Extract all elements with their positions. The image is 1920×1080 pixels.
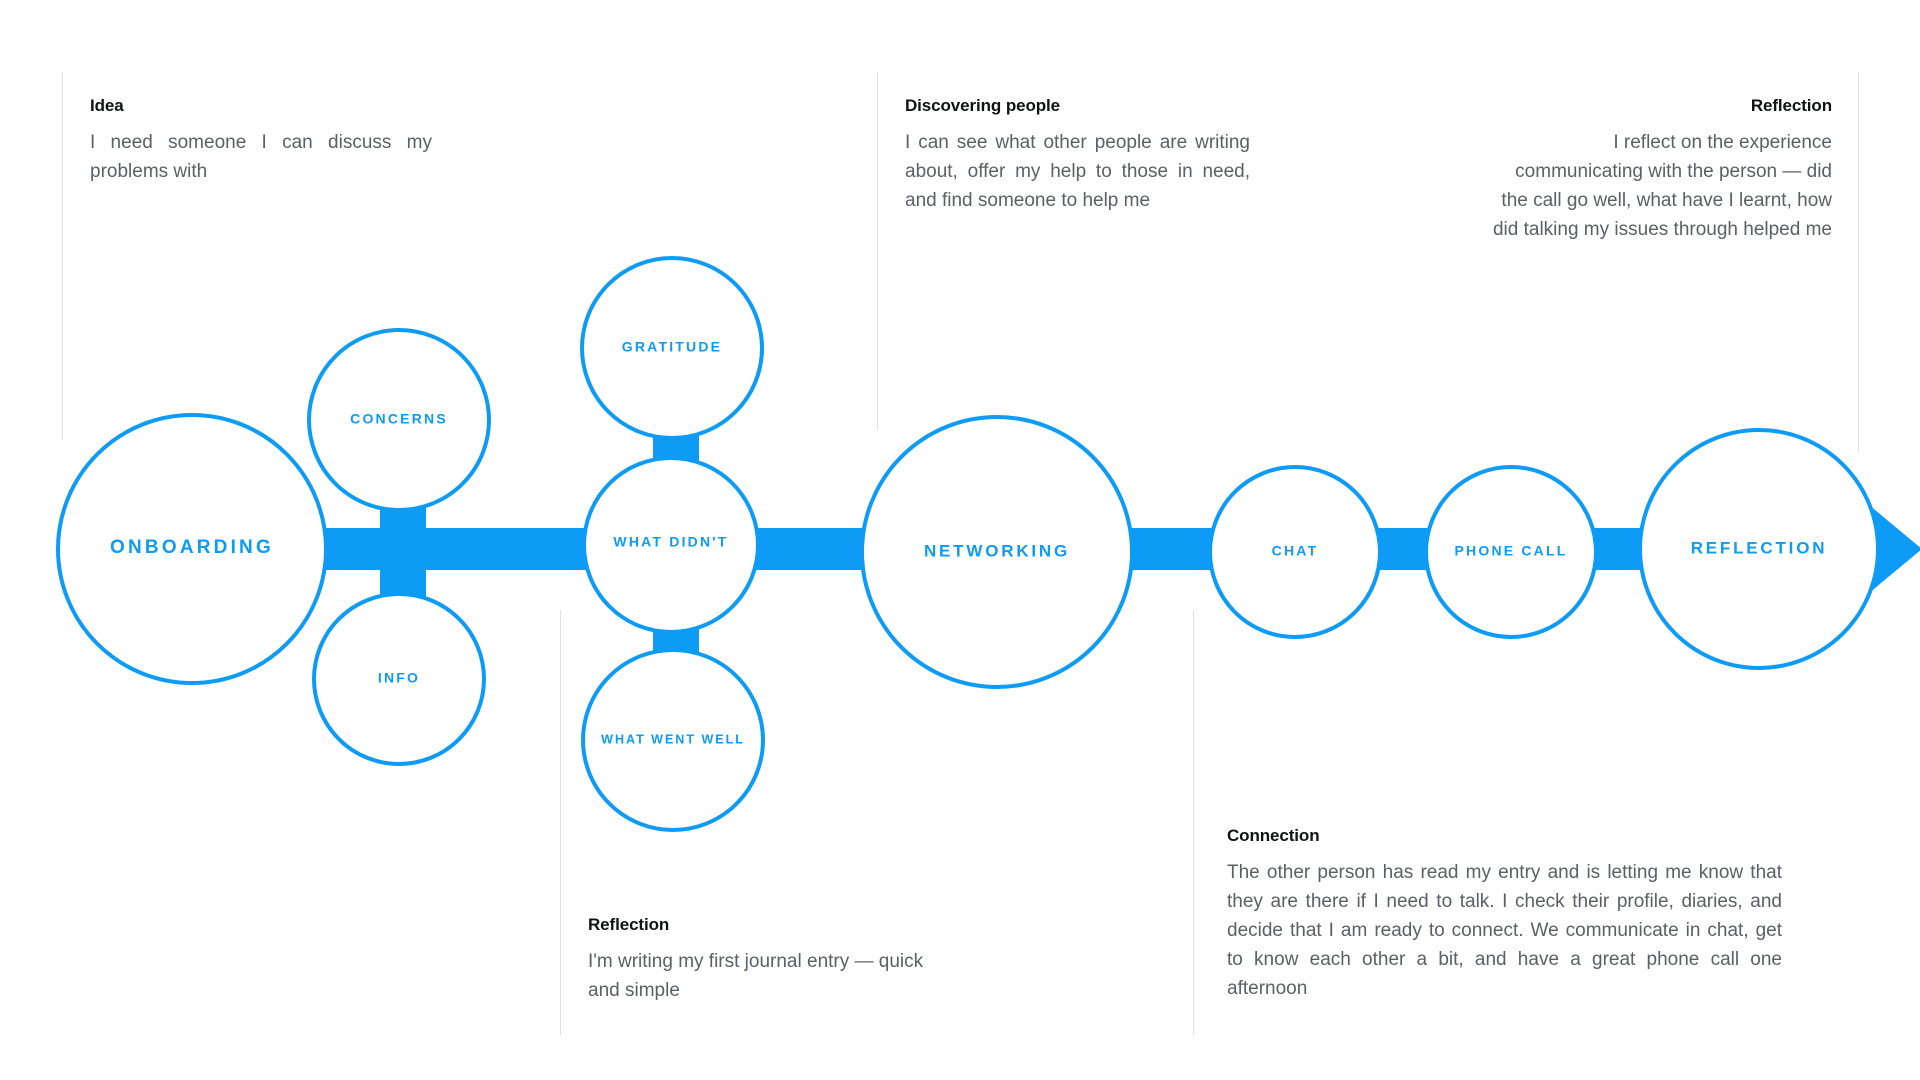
node-gratitude[interactable]: [580, 256, 764, 440]
note-idea: Idea I need someone I can discuss my pro…: [90, 96, 432, 186]
node-what-went-well[interactable]: [581, 648, 765, 832]
node-phone-call-label: PHONE CALL: [1455, 543, 1568, 559]
note-discovering-people-body: I can see what other people are writing …: [905, 132, 1250, 212]
note-connection-title: Connection: [1227, 826, 1320, 845]
node-networking[interactable]: [860, 415, 1134, 689]
divider-connection: [1193, 610, 1194, 1035]
node-onboarding[interactable]: [56, 413, 328, 685]
node-gratitude-label: GRATITUDE: [622, 339, 722, 355]
divider-discovering: [877, 72, 878, 430]
node-chat[interactable]: [1208, 465, 1382, 639]
note-idea-body: I need someone I can discuss my problems…: [90, 132, 432, 183]
note-reflection-bottom-title: Reflection: [588, 915, 670, 934]
node-chat-label: CHAT: [1272, 543, 1319, 559]
connector-spine-3: [1070, 528, 1250, 570]
node-info[interactable]: [312, 592, 486, 766]
node-what-didnt-label: WHAT DIDN'T: [613, 534, 728, 550]
node-phone-call[interactable]: [1424, 465, 1598, 639]
node-concerns-label: CONCERNS: [350, 411, 448, 427]
connector-spine-5: [1400, 528, 1660, 570]
divider-reflection-bottom: [560, 610, 561, 1035]
note-reflection-top: Reflection I reflect on the experience c…: [1492, 96, 1832, 244]
divider-left: [62, 72, 63, 440]
connector-vertical-onboarding: [380, 420, 426, 660]
node-concerns[interactable]: [307, 328, 491, 512]
flow-arrow-icon: [1845, 485, 1920, 613]
note-idea-title: Idea: [90, 96, 124, 115]
note-discovering-people-title: Discovering people: [905, 96, 1061, 115]
node-networking-label: NETWORKING: [924, 541, 1070, 560]
node-reflection-label: REFLECTION: [1691, 538, 1828, 557]
note-reflection-bottom: Reflection I'm writing my first journal …: [588, 915, 938, 1005]
node-what-went-well-label: WHAT WENT WELL: [601, 732, 745, 746]
note-reflection-top-title: Reflection: [1750, 96, 1832, 115]
note-reflection-top-body: I reflect on the experience communicatin…: [1492, 132, 1832, 241]
node-reflection[interactable]: [1638, 428, 1880, 670]
connector-vertical-gratitude: [653, 400, 699, 530]
connector-spine-1: [300, 528, 660, 570]
connector-spine-4: [1250, 528, 1430, 570]
node-onboarding-label: ONBOARDING: [110, 537, 274, 558]
connector-vertical-wentwell: [653, 565, 699, 695]
note-connection: Connection The other person has read my …: [1227, 826, 1782, 1003]
connector-spine-2: [660, 528, 930, 570]
note-discovering-people: Discovering people I can see what other …: [905, 96, 1250, 215]
divider-right: [1858, 72, 1859, 452]
note-connection-body: The other person has read my entry and i…: [1227, 862, 1782, 1000]
node-what-didnt[interactable]: [582, 456, 760, 634]
note-reflection-bottom-body: I'm writing my first journal entry — qui…: [588, 951, 924, 1002]
node-info-label: INFO: [378, 670, 420, 686]
